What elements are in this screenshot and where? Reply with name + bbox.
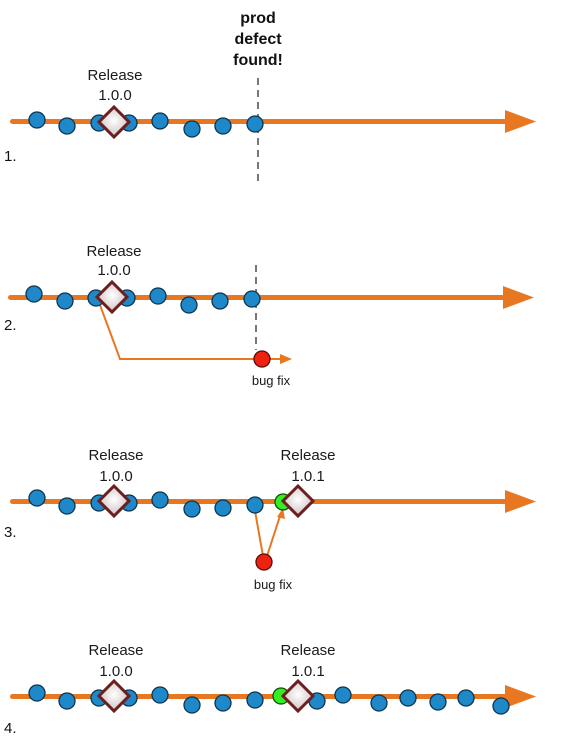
release-label: Release [280,642,335,659]
commit-dot [180,296,198,314]
commit-dot [457,689,475,707]
timeline-arrowhead [505,110,536,133]
commit-dot [28,489,46,507]
release-version: 1.0.0 [98,87,131,104]
commit-dot [58,692,76,710]
annotation-found: found! [233,52,283,69]
commit-dot [183,120,201,138]
commit-dot [214,694,232,712]
release-version: 1.0.0 [99,468,132,485]
hotfix-merge-line [266,515,281,557]
commit-dot [28,684,46,702]
release-version: 1.0.0 [97,262,130,279]
commit-dot [58,497,76,515]
release-diamond [96,483,132,519]
commit-dot [211,292,229,310]
hotfix-merge-arrowhead [277,508,285,519]
panel-number: 4. [4,720,17,737]
commit-dot [246,496,264,514]
panel-number: 1. [4,148,17,165]
commit-dot [25,285,43,303]
commit-dot [370,694,388,712]
release-diamond [96,104,132,140]
release-diamond [94,279,130,315]
timeline-arrowhead [505,685,536,708]
hotfix-branch-arrowhead [280,354,292,364]
bugfix-commit-dot [253,350,271,368]
release-version: 1.0.1 [291,468,324,485]
commit-dot [28,111,46,129]
commit-dot [183,500,201,518]
commit-dot [214,499,232,517]
release-label: Release [87,67,142,84]
commit-dot [429,693,447,711]
timeline-arrowhead [503,286,534,309]
release-diamond [280,483,316,519]
commit-dot [58,117,76,135]
annotation-defect: defect [234,31,282,48]
annotation-prod: prod [240,10,276,27]
release-version: 1.0.0 [99,663,132,680]
panel-number: 2. [4,317,17,334]
commit-dot [151,491,169,509]
bugfix-label: bug fix [252,373,291,388]
commit-dot [151,686,169,704]
release-label: Release [86,243,141,260]
release-label: Release [88,642,143,659]
commit-dot [214,117,232,135]
bugfix-label: bug fix [254,577,293,592]
commit-dot [151,112,169,130]
commit-dot [149,287,167,305]
panel-1: Release 1.0.0 prod defect found! 1. [4,10,536,182]
hotfix-branch-line [254,510,264,557]
release-diamond [96,678,132,714]
release-version: 1.0.1 [291,663,324,680]
panel-2: Release 1.0.0 bug fix 2. [4,243,534,388]
bugfix-commit-dot [255,553,273,571]
commit-dot [334,686,352,704]
panel-4: Release 1.0.0 Release 1.0.1 4. [4,642,536,737]
commit-dot [246,691,264,709]
release-diamond [280,678,316,714]
release-label: Release [280,447,335,464]
hotfix-branch-line [99,304,280,360]
timeline-arrowhead [505,490,536,513]
release-label: Release [88,447,143,464]
commit-dot [183,696,201,714]
panel-3: Release 1.0.0 Release 1.0.1 bug fix 3. [4,447,536,592]
commit-dot [243,290,261,308]
commit-dot [399,689,417,707]
commit-dot [246,115,264,133]
panel-number: 3. [4,524,17,541]
commit-dot [56,292,74,310]
commit-dot [492,697,510,715]
